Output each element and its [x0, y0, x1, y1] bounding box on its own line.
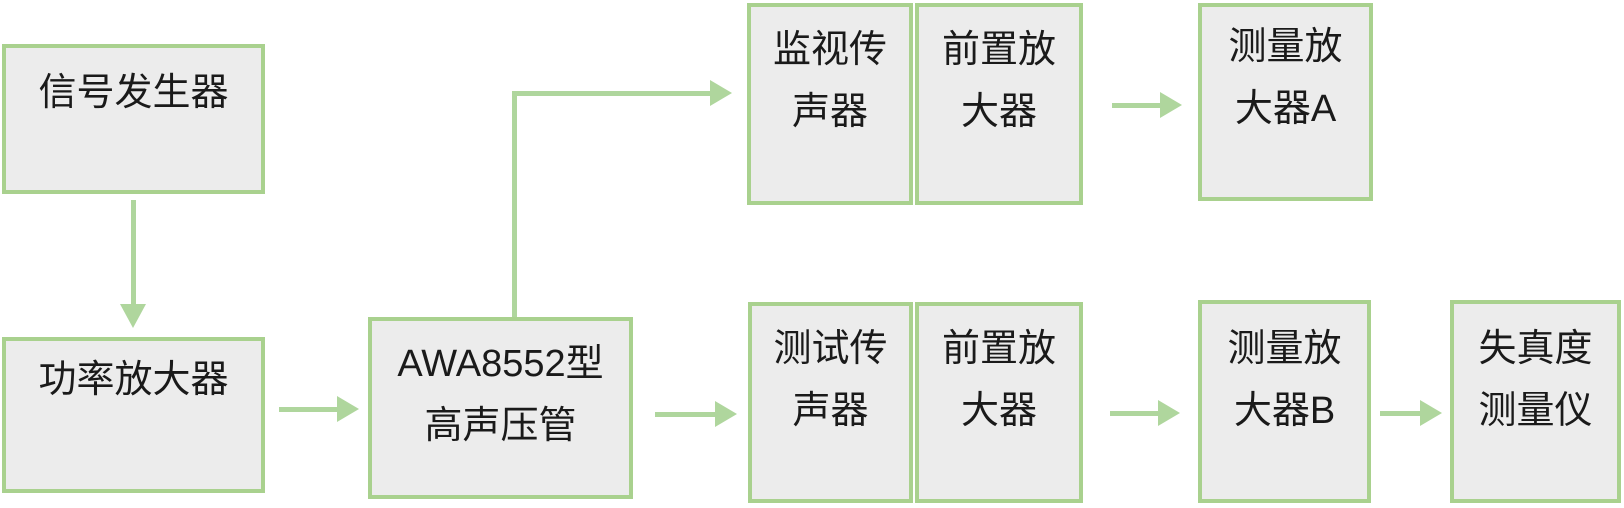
node-label-line: 大器B [1233, 390, 1336, 432]
node-label-line: 功率放大器 [38, 359, 229, 401]
node-label-line: 监视传 [772, 29, 887, 71]
arrow-shaft [131, 200, 136, 306]
arrowhead-right-icon [1160, 92, 1182, 118]
node-preamplifier-top: 前置放 大器 [915, 3, 1083, 205]
arrow-shaft [279, 407, 339, 412]
node-label: 监视传 声器 [751, 7, 909, 143]
node-label: 前置放 大器 [919, 7, 1079, 143]
node-label: AWA8552型 高声压管 [372, 321, 629, 457]
node-label-line: 测量放 [1227, 328, 1342, 370]
node-power-amplifier: 功率放大器 [2, 337, 265, 493]
node-label: 信号发生器 [6, 48, 261, 124]
node-label-line: 大器A [1234, 88, 1337, 130]
elbow-horizontal-segment [512, 91, 712, 96]
node-label-line: 高声压管 [424, 405, 577, 447]
node-label: 前置放 大器 [919, 306, 1079, 442]
node-label-line: 声器 [791, 91, 868, 133]
node-label-line: 测试传 [773, 328, 888, 370]
node-label-line: 测量放 [1228, 26, 1343, 68]
node-measuring-amplifier-a: 测量放 大器A [1198, 3, 1373, 201]
node-label-line: AWA8552型 [397, 343, 604, 385]
arrowhead-right-icon [337, 396, 359, 422]
node-label-line: 信号发生器 [38, 72, 229, 114]
arrow-shaft [1110, 411, 1160, 416]
arrow-shaft [1112, 103, 1162, 108]
node-test-microphone: 测试传 声器 [748, 302, 913, 503]
node-measuring-amplifier-b: 测量放 大器B [1198, 300, 1371, 503]
node-distortion-meter: 失真度 测量仪 [1450, 300, 1621, 503]
node-label-line: 测量仪 [1478, 390, 1593, 432]
node-label-line: 声器 [792, 390, 869, 432]
node-label: 失真度 测量仪 [1454, 304, 1617, 442]
arrowhead-right-icon [710, 80, 732, 106]
arrow-shaft [1380, 411, 1422, 416]
node-label: 测试传 声器 [752, 306, 909, 442]
arrow-shaft [655, 412, 717, 417]
elbow-vertical-segment [512, 91, 517, 317]
node-label-line: 失真度 [1478, 328, 1593, 370]
node-label: 测量放 大器A [1202, 7, 1369, 140]
node-label-line: 前置放 [941, 29, 1056, 71]
node-label: 测量放 大器B [1202, 304, 1367, 442]
node-label-line: 前置放 [941, 328, 1056, 370]
node-label-line: 大器 [960, 91, 1037, 133]
node-label: 功率放大器 [6, 341, 261, 411]
node-label-line: 大器 [960, 390, 1037, 432]
arrowhead-right-icon [1158, 400, 1180, 426]
arrowhead-down-icon [120, 304, 146, 328]
node-preamplifier-bottom: 前置放 大器 [915, 302, 1083, 503]
arrowhead-right-icon [1420, 400, 1442, 426]
arrowhead-right-icon [715, 401, 737, 427]
node-monitor-microphone: 监视传 声器 [747, 3, 913, 205]
node-signal-generator: 信号发生器 [2, 44, 265, 194]
node-awa8552-high-sound-pressure-tube: AWA8552型 高声压管 [368, 317, 633, 499]
